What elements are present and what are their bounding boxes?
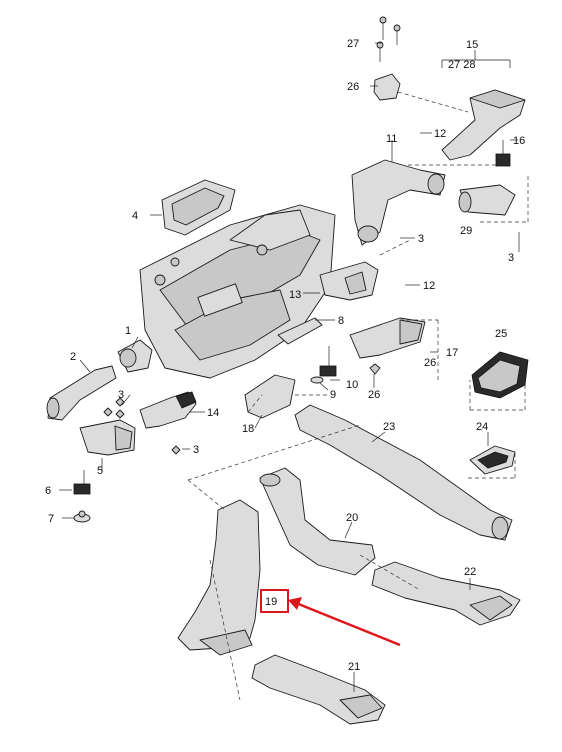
callout-18: 18 (242, 423, 254, 435)
part-22-panel-icon (371, 561, 521, 626)
part-29-duct-icon (458, 184, 516, 216)
callout-8: 8 (338, 315, 344, 327)
part-10-sensor-icon (319, 346, 337, 377)
part-26-clip-icon (369, 363, 381, 375)
callout-24: 24 (476, 421, 488, 433)
screw-icon (103, 397, 181, 455)
callout-25: 25 (495, 328, 507, 340)
callout-3-right: 3 (508, 252, 514, 264)
part-14-duct-icon (139, 391, 197, 429)
part-23-duct-icon (294, 404, 513, 541)
callout-4: 4 (132, 210, 138, 222)
callout-3-mid: 3 (418, 233, 424, 245)
part-27-block-icon (373, 73, 401, 101)
callout-21: 21 (348, 661, 360, 673)
part-11-duct-icon (351, 159, 446, 246)
hvac-housing-icon (139, 204, 336, 379)
callout-27: 26 (347, 81, 359, 93)
part-24-vent-icon (469, 445, 516, 475)
part-21-panel-icon (251, 654, 386, 725)
highlight-box (260, 589, 289, 613)
arrow-icon (288, 597, 401, 647)
callout-22: 22 (464, 566, 476, 578)
callout-15: 15 (466, 39, 478, 51)
callout-11: 11 (386, 133, 397, 145)
part-6-sensor-icon (73, 470, 91, 495)
leader-lines (59, 42, 529, 701)
part-25-vent-icon (471, 351, 529, 399)
part-7-clip-icon (73, 510, 91, 523)
part-18-duct-icon (244, 374, 296, 419)
callout-9: 9 (330, 389, 336, 401)
callout-3-left: 3 (118, 389, 124, 401)
part-13-duct-icon (319, 261, 379, 301)
callout-10: 10 (346, 379, 358, 391)
callout-26-bottom: 26 (368, 389, 380, 401)
part-15-duct-icon (441, 89, 526, 161)
part-16-sensor-icon (495, 140, 511, 167)
callout-15-sub: 27 28 (448, 59, 476, 71)
part-1-duct-icon (117, 339, 153, 373)
callout-28: 27 (347, 38, 359, 50)
callout-3-low: 3 (193, 444, 199, 456)
callout-13: 13 (289, 289, 301, 301)
callout-6: 6 (45, 485, 51, 497)
callout-12-top: 12 (434, 128, 446, 140)
part-28-screw-icon (376, 16, 401, 62)
callout-26-right: 26 (424, 357, 436, 369)
part-9-clip-icon (310, 376, 324, 384)
callout-5: 5 (97, 465, 103, 477)
callout-23: 23 (383, 421, 395, 433)
part-8-bracket-icon (277, 317, 323, 345)
part-20-duct-icon (259, 467, 376, 576)
callout-1: 1 (125, 325, 131, 337)
callout-20: 20 (346, 512, 358, 524)
part-2-duct-icon (46, 365, 117, 421)
callout-2: 2 (70, 351, 76, 363)
callout-labels: 27 26 15 27 28 11 12 16 4 29 3 3 12 13 8… (45, 38, 525, 673)
part-5-duct-icon (79, 419, 136, 456)
callout-19: 19 (265, 596, 277, 608)
callout-14: 14 (207, 407, 219, 419)
callout-7: 7 (48, 513, 54, 525)
callout-16: 16 (513, 135, 525, 147)
callout-29: 29 (460, 225, 472, 237)
callout-17: 17 (446, 347, 458, 359)
callout-12-mid: 12 (423, 280, 435, 292)
part-17-duct-icon (349, 317, 426, 359)
part-4-cover-icon (161, 179, 236, 236)
part-19-duct-icon (177, 499, 261, 656)
